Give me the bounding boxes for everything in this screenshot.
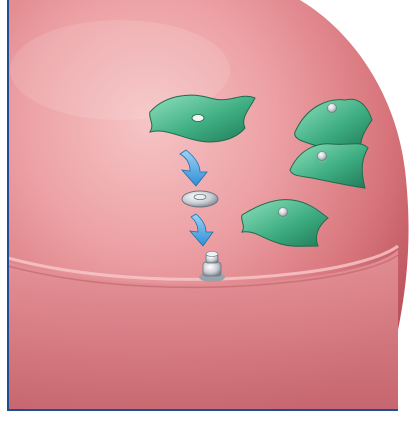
washer-ring-icon xyxy=(182,191,218,207)
